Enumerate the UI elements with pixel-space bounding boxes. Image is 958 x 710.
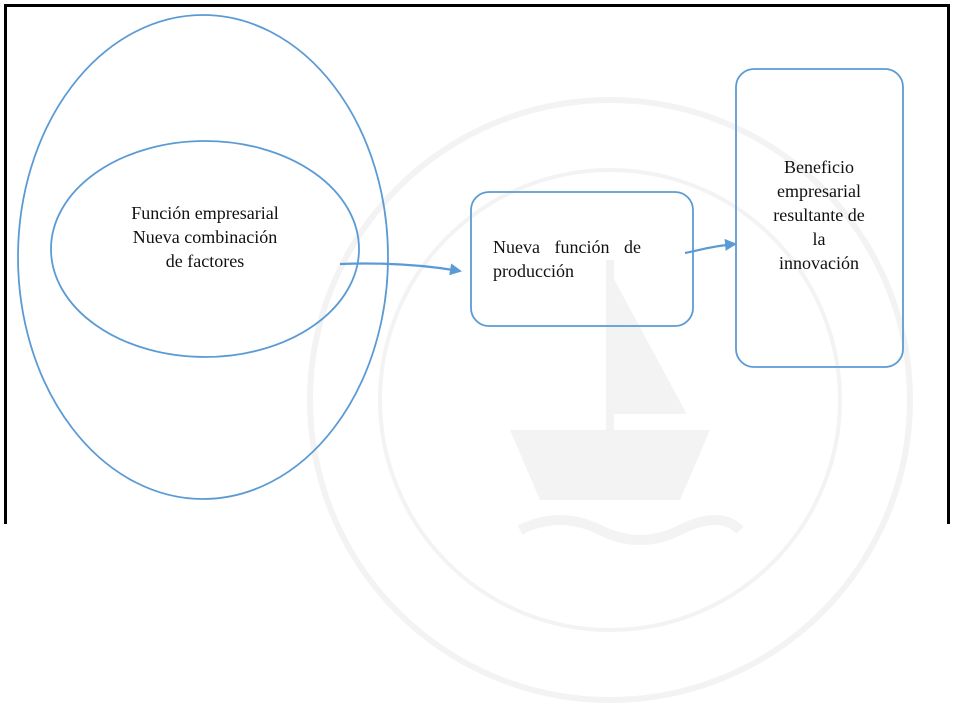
benefit-line-3: resultante de (773, 205, 865, 225)
benefit-box-label: Beneficio empresarial resultante de la i… (748, 155, 890, 275)
inner-ellipse (50, 140, 360, 358)
connector-arrow-to-benefit (684, 238, 737, 255)
benefit-line-4: la (812, 229, 826, 249)
production-box-label: Nueva función de producción (493, 235, 663, 283)
benefit-line-2: empresarial (777, 181, 861, 201)
inner-ellipse-label: Función empresarial Nueva combinación de… (95, 201, 315, 273)
production-box (470, 191, 694, 327)
connector-arrow-to-production (339, 262, 462, 276)
production-box-line-2: producción (493, 261, 574, 281)
production-box-line-1: Nueva función de (493, 235, 641, 259)
diagram-shapes (17, 14, 904, 500)
outer-ellipse (17, 14, 389, 500)
production-word-2: función (554, 237, 610, 257)
production-word-1: Nueva (493, 237, 540, 257)
benefit-line-1: Beneficio (784, 157, 854, 177)
diagram-frame (4, 4, 950, 524)
inner-ellipse-line-2: Nueva combinación (132, 227, 278, 247)
production-word-3: de (624, 237, 641, 257)
inner-ellipse-line-1: Función empresarial (131, 203, 279, 223)
diagram-canvas: Función empresarial Nueva combinación de… (4, 4, 950, 703)
inner-ellipse-line-3: de factores (165, 251, 245, 271)
benefit-line-5: innovación (779, 253, 859, 273)
benefit-box (735, 68, 904, 368)
